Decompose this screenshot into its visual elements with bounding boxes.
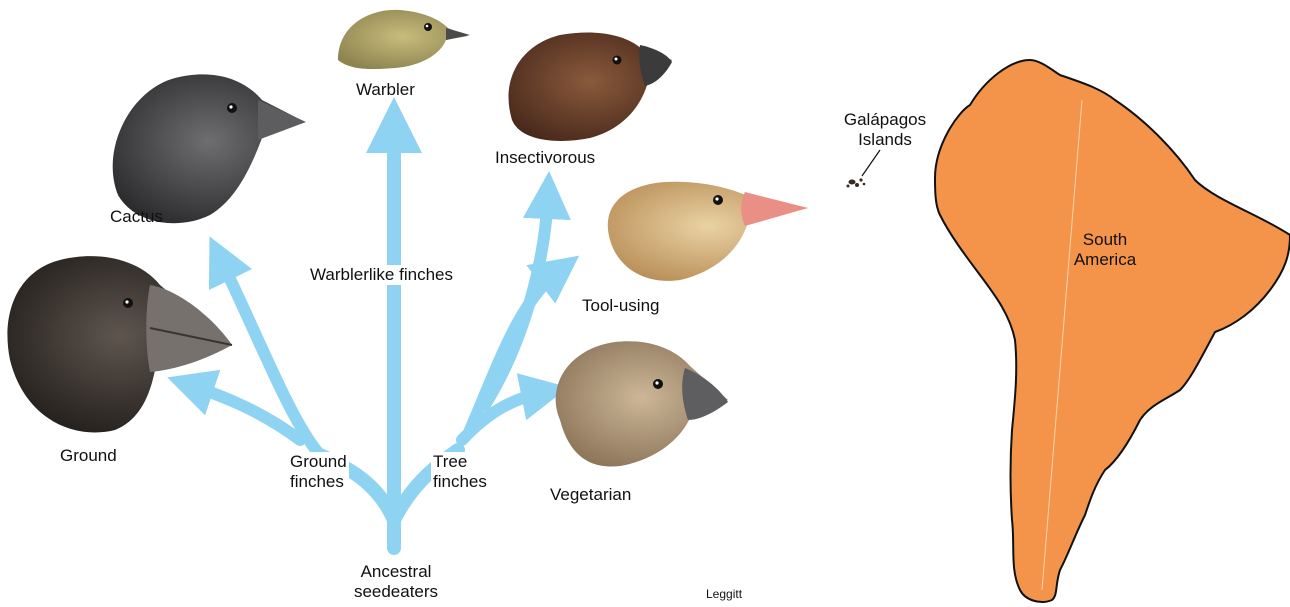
label-south-america: South America bbox=[1050, 230, 1160, 270]
label-ground: Ground bbox=[60, 446, 117, 466]
galapagos-islands-dots bbox=[847, 178, 866, 187]
label-vegetarian: Vegetarian bbox=[550, 485, 631, 505]
label-warblerlike-finches: Warblerlike finches bbox=[308, 265, 455, 285]
insectivorous-finch-illustration bbox=[509, 32, 672, 141]
south-america-continent bbox=[935, 60, 1290, 602]
label-tree-finches: Tree finches bbox=[431, 452, 489, 492]
label-ancestral-seedeaters: Ancestral seedeaters bbox=[336, 562, 456, 602]
arrow-network bbox=[190, 125, 560, 548]
vegetarian-finch-illustration bbox=[556, 341, 728, 466]
cactus-finch-illustration bbox=[113, 74, 306, 223]
label-ground-finches: Ground finches bbox=[288, 452, 349, 492]
label-galapagos-islands: Galápagos Islands bbox=[830, 110, 940, 150]
label-insectivorous: Insectivorous bbox=[495, 148, 595, 168]
warbler-finch-illustration bbox=[338, 10, 470, 69]
label-tool-using: Tool-using bbox=[582, 296, 660, 316]
ground-finch-illustration bbox=[7, 256, 232, 432]
galapagos-leader-line bbox=[862, 150, 880, 176]
tool-using-finch-illustration bbox=[608, 182, 808, 281]
label-warbler: Warbler bbox=[356, 80, 415, 100]
label-cactus: Cactus bbox=[110, 207, 163, 227]
artist-credit: Leggitt bbox=[706, 587, 742, 601]
